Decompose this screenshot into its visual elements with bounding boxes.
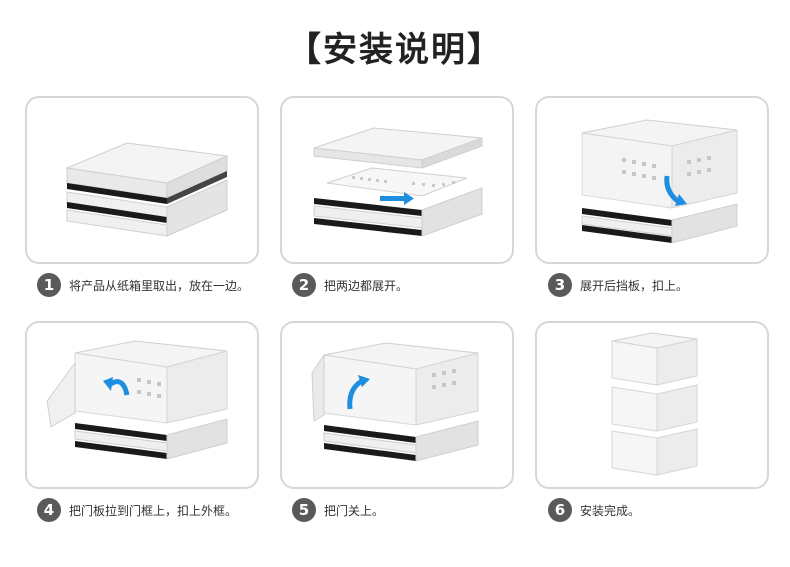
step-5-image — [280, 321, 514, 489]
unfolding-box-illustration — [313, 127, 483, 237]
box-middle — [611, 384, 698, 432]
step-6-image — [535, 321, 769, 489]
closing-door-illustration — [311, 342, 479, 462]
step-4-image — [25, 321, 259, 489]
step-4: 4 把门板拉到门框上，扣上外框。 — [37, 497, 237, 523]
box-bottom — [611, 428, 698, 476]
curved-arrow-icon — [103, 377, 130, 396]
stripes — [66, 171, 228, 237]
step-3: 3 展开后挡板，扣上。 — [548, 272, 688, 298]
door-panel-illustration — [46, 340, 228, 460]
stacked-boxes-illustration — [611, 332, 698, 476]
curved-arrow-icon — [664, 175, 687, 206]
step-number-badge: 3 — [548, 273, 572, 297]
step-number-badge: 1 — [37, 273, 61, 297]
step-1: 1 将产品从纸箱里取出，放在一边。 — [37, 272, 249, 298]
step-text: 展开后挡板，扣上。 — [580, 278, 689, 293]
step-number-badge: 2 — [292, 273, 316, 297]
step-text: 把门关上。 — [324, 503, 385, 518]
step-5: 5 把门关上。 — [292, 497, 384, 523]
step-6: 6 安装完成。 — [548, 497, 640, 523]
box-top — [611, 332, 698, 386]
step-number-badge: 5 — [292, 498, 316, 522]
step-number-badge: 4 — [37, 498, 61, 522]
step-1-image — [25, 96, 259, 264]
page-title: 【安装说明】 — [287, 30, 503, 70]
step-2: 2 把两边都展开。 — [292, 272, 408, 298]
step-text: 把门板拉到门框上，扣上外框。 — [69, 503, 238, 518]
curved-arrow-icon — [347, 375, 370, 410]
folded-box-illustration — [65, 142, 229, 237]
step-number-badge: 6 — [548, 498, 572, 522]
step-2-image — [280, 96, 514, 264]
arrow-right-icon — [380, 192, 414, 205]
step-text: 将产品从纸箱里取出，放在一边。 — [69, 278, 250, 293]
step-text: 安装完成。 — [580, 503, 641, 518]
step-3-image — [535, 96, 769, 264]
step-text: 把两边都展开。 — [324, 278, 409, 293]
back-panel-illustration — [581, 119, 738, 244]
